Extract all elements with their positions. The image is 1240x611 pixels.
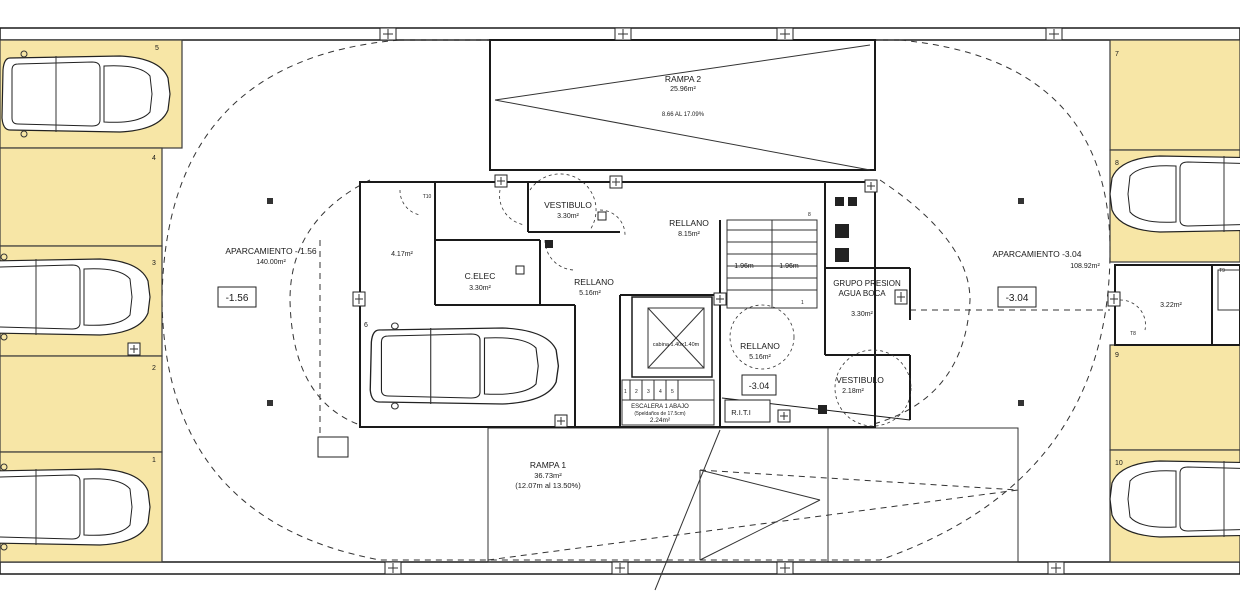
parking-right-name: APARCAMIENTO -3.04 [993, 249, 1082, 259]
celec-area: 3.30m² [469, 285, 491, 292]
rampa1-name: RAMPA 1 [530, 460, 566, 470]
grupo-line1: GRUPO PRESION [833, 279, 901, 288]
stair-step-number: 5 [671, 389, 674, 395]
rellano-left-name: RELLANO [574, 277, 614, 287]
rampa2-slope: 8.66 AL 17.09% [662, 112, 705, 118]
extinguisher-box [317, 436, 349, 458]
car-icon [369, 322, 560, 410]
rampa1-slope: (12.07m al 13.50%) [515, 481, 581, 490]
rellano-top-name: RELLANO [669, 218, 709, 228]
elevator-cabin [631, 296, 713, 378]
car-icon [1109, 455, 1240, 543]
door-swing [399, 189, 421, 216]
escalera-name: ESCALERA 1 ABAJO [631, 404, 689, 410]
space-number: 3 [152, 260, 156, 267]
turning-circle [834, 349, 912, 427]
vestibulo-bottom-name: VESTIBULO [836, 375, 884, 385]
space-number: 2 [152, 365, 156, 372]
stair-step-number: 8 [808, 212, 811, 218]
tag-t10: T10 [423, 194, 432, 200]
ramp-1 [487, 427, 1019, 591]
stair-step-number: 1 [801, 300, 804, 306]
space-number: 10 [1115, 460, 1123, 467]
car-icon [1, 50, 171, 138]
door-swing [499, 189, 526, 226]
space-number: 8 [1115, 160, 1119, 167]
ramp-2 [489, 39, 876, 171]
door-swing [529, 173, 597, 231]
car-icon [0, 253, 151, 341]
parking-bay-9 [1109, 344, 1240, 451]
rampa2-area: 25.96m² [670, 86, 696, 93]
level-marker-right [997, 286, 1037, 308]
stair-step-number: 4 [659, 389, 662, 395]
level-marker-left [217, 286, 257, 308]
car-icon [1109, 150, 1240, 238]
vestibulo-top-name: VESTIBULO [544, 200, 592, 210]
rampa2-name: RAMPA 2 [665, 74, 701, 84]
rellano-mid-name: RELLANO [740, 341, 780, 351]
turning-path-outer [161, 39, 1111, 561]
escalera-area: 2.24m² [650, 417, 671, 424]
level-left: -1.56 [226, 293, 249, 304]
door-swing [544, 239, 576, 271]
tag-t9: T9 [1219, 268, 1225, 274]
turning-circle [729, 304, 795, 370]
space-number: 4 [152, 155, 156, 162]
vestibulo-bottom-area: 2.18m² [842, 388, 864, 395]
rellano-top-area: 8.15m² [678, 231, 700, 238]
room-322-area: 3.22m² [1160, 302, 1182, 309]
door-swing [1119, 299, 1146, 331]
parking-left-area: 140.00m² [256, 259, 286, 266]
stair-dim-right: 1.96m [779, 263, 799, 270]
parking-left-name: APARCAMIENTO - 1.56 [225, 246, 317, 256]
stair-step-number: 1 [624, 389, 627, 395]
detector-markers [267, 197, 1024, 414]
parking-bay-4 [0, 147, 163, 247]
rellano-left-area: 5.16m² [579, 290, 601, 297]
door-swing [599, 209, 626, 236]
parking-bay-7 [1109, 39, 1240, 151]
rampa1-area: 36.73m² [534, 471, 562, 480]
stair-step-number: 2 [635, 389, 638, 395]
level-right: -3.04 [1006, 293, 1029, 304]
stair-step-number: 3 [647, 389, 650, 395]
tag-t8: T8 [1130, 331, 1136, 337]
riti-label: R.I.T.I [731, 408, 751, 417]
level-center: -3.04 [749, 381, 770, 391]
car-icon [0, 463, 151, 551]
labels: RAMPA 2 25.96m² 8.66 AL 17.09% RAMPA 1 3… [152, 45, 1225, 490]
space-number: 5 [155, 45, 159, 52]
turning-path-inner-right [869, 179, 971, 426]
space-number: 7 [1115, 51, 1119, 58]
space-number: 1 [152, 457, 156, 464]
stair-dim-left: 1.96m [734, 263, 754, 270]
grupo-area: 3.30m² [851, 311, 873, 318]
lower-stair [621, 379, 715, 426]
space-number: 6 [364, 322, 368, 329]
celec-name: C.ELEC [465, 271, 496, 281]
upper-stair [726, 219, 818, 309]
riti-box [724, 399, 771, 423]
space-number: 9 [1115, 352, 1119, 359]
room-417-area: 4.17m² [391, 251, 413, 258]
level-marker-box [741, 374, 777, 396]
vestibulo-top-area: 3.30m² [557, 213, 579, 220]
grupo-line2: AGUA BOCA [838, 289, 886, 298]
escalera-note: (5peldaños de 17.5cm) [634, 411, 685, 417]
parking-right-area: 108.92m² [1070, 263, 1100, 270]
cabina-label: cabina 1.40x1.40m [653, 342, 700, 348]
parking-bay-2 [0, 355, 163, 453]
column-markers [127, 27, 1121, 575]
rellano-mid-area: 5.16m² [749, 354, 771, 361]
